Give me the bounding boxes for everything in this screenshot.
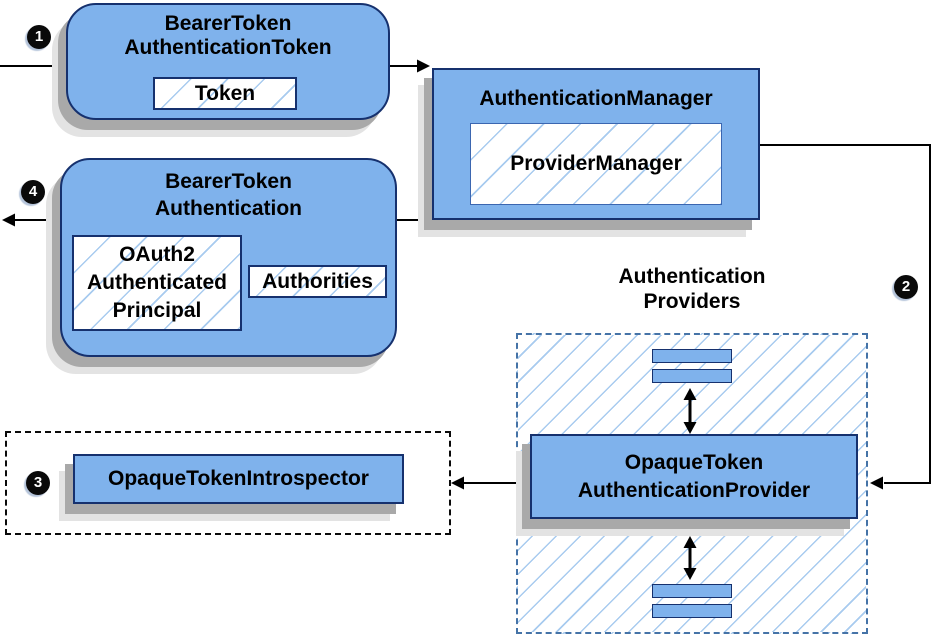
provider-manager-box: ProviderManager xyxy=(470,123,722,205)
node-title-line: AuthenticationProvider xyxy=(577,478,811,502)
provider-placeholder-bar xyxy=(652,369,732,383)
token-box: Token xyxy=(153,77,297,110)
heading-line: Authentication xyxy=(618,265,766,288)
node-title-line: Authentication xyxy=(155,197,302,220)
provider-placeholder-bar xyxy=(652,584,732,598)
node-title-line: OpaqueToken xyxy=(624,450,764,474)
principal-label-line: OAuth2 xyxy=(119,243,195,266)
principal-label-line: Principal xyxy=(112,299,202,322)
authorities-label: Authorities xyxy=(262,270,373,293)
authentication-providers-heading: Authentication Providers xyxy=(516,264,868,314)
principal-label-line: Authenticated xyxy=(86,271,227,294)
node-title-line: BearerToken xyxy=(165,170,292,193)
heading-line: Providers xyxy=(643,290,741,313)
node-title-line: BearerToken xyxy=(164,12,292,35)
introspector-label: OpaqueTokenIntrospector xyxy=(108,467,369,490)
node-opaque-token-authentication-provider: OpaqueToken AuthenticationProvider xyxy=(530,434,858,519)
node-bearer-token-authentication-token: BearerToken AuthenticationToken Token xyxy=(66,3,390,120)
authorities-box: Authorities xyxy=(248,265,387,298)
step-1-marker: 1 xyxy=(27,25,51,49)
oauth2-authenticated-principal-box: OAuth2 Authenticated Principal xyxy=(72,235,242,331)
provider-placeholder-bar xyxy=(652,349,732,363)
step-2-marker: 2 xyxy=(894,275,918,299)
node-title-line: AuthenticationToken xyxy=(124,36,332,59)
node-opaque-token-introspector: OpaqueTokenIntrospector xyxy=(73,454,404,504)
node-bearer-token-authentication: BearerToken Authentication OAuth2 Authen… xyxy=(60,158,397,357)
provider-placeholder-bar xyxy=(652,604,732,618)
step-3-marker: 3 xyxy=(26,471,50,495)
step-4-marker: 4 xyxy=(21,180,45,204)
provider-manager-label: ProviderManager xyxy=(510,152,682,175)
token-label: Token xyxy=(194,81,256,105)
node-authentication-manager: AuthenticationManager ProviderManager xyxy=(432,68,760,220)
node-title-line: AuthenticationManager xyxy=(479,87,713,110)
